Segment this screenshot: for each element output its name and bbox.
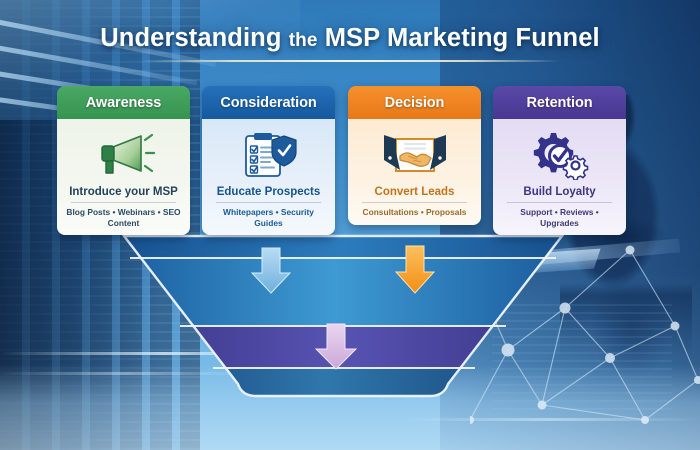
stage-header-awareness: Awareness <box>57 86 190 119</box>
stage-card-awareness[interactable]: Awareness <box>57 86 190 235</box>
stage-card-decision[interactable]: Decision Conver <box>348 86 481 225</box>
title-part-2: the <box>288 30 318 51</box>
stage-title-decision: Convert Leads <box>374 186 455 198</box>
page-title: Understanding the MSP Marketing Funnel <box>100 24 599 53</box>
stage-sub-decision: Consultations • Proposals <box>362 207 467 217</box>
card-divider <box>70 202 177 203</box>
card-divider <box>506 202 613 203</box>
title-part-3: MSP Marketing Funnel <box>324 24 600 52</box>
stage-body-consideration: Educate Prospects Whitepapers • Security… <box>202 119 335 235</box>
title-underline <box>140 60 560 62</box>
title-part-1: Understanding <box>100 24 282 52</box>
background-light-streak <box>400 418 700 421</box>
stage-body-decision: Convert Leads Consultations • Proposals <box>348 119 481 225</box>
card-divider <box>215 202 322 203</box>
marketing-funnel-shape <box>121 234 565 398</box>
stage-sub-awareness: Blog Posts • Webinars • SEO Content <box>66 207 181 228</box>
funnel-stage-cards: Awareness <box>0 86 700 246</box>
stage-body-retention: Build Loyalty Support • Reviews • Upgrad… <box>493 119 626 235</box>
stage-sub-retention: Support • Reviews • Upgrades <box>520 207 599 228</box>
background-light-streak <box>0 352 330 355</box>
card-divider <box>361 202 468 203</box>
handshake-icon <box>383 125 446 185</box>
gear-check-icon <box>529 125 591 185</box>
stage-title-consideration: Educate Prospects <box>216 186 321 198</box>
stage-title-awareness: Introduce your MSP <box>69 186 178 198</box>
stage-header-consideration: Consideration <box>202 86 335 119</box>
funnel-arrow-awareness <box>250 247 292 294</box>
funnel-arrow-decision <box>394 245 436 294</box>
megaphone-icon <box>93 125 155 185</box>
stage-body-awareness: Introduce your MSP Blog Posts • Webinars… <box>57 119 190 235</box>
stage-card-retention[interactable]: Retention B <box>493 86 626 235</box>
stage-card-consideration[interactable]: Consideration <box>202 86 335 235</box>
funnel-arrow-retention <box>314 323 358 370</box>
checklist-shield-icon <box>238 125 300 185</box>
background-light-streak <box>0 372 250 375</box>
stage-header-retention: Retention <box>493 86 626 119</box>
page-title-container: Understanding the MSP Marketing Funnel <box>0 24 700 62</box>
stage-sub-consideration: Whitepapers • Security Guides <box>223 207 314 228</box>
stage-title-retention: Build Loyalty <box>523 186 596 198</box>
stage-header-decision: Decision <box>348 86 481 119</box>
